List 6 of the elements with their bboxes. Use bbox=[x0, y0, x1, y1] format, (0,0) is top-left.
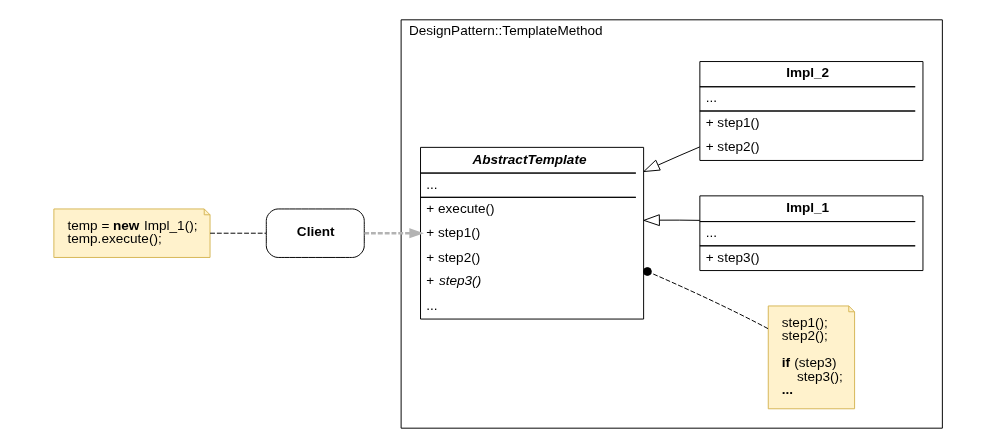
node-box: Client bbox=[265, 208, 365, 258]
connector bbox=[643, 267, 769, 330]
arrow bbox=[364, 228, 424, 239]
arrow bbox=[643, 146, 701, 172]
arrow bbox=[643, 214, 701, 227]
connector bbox=[209, 232, 267, 234]
